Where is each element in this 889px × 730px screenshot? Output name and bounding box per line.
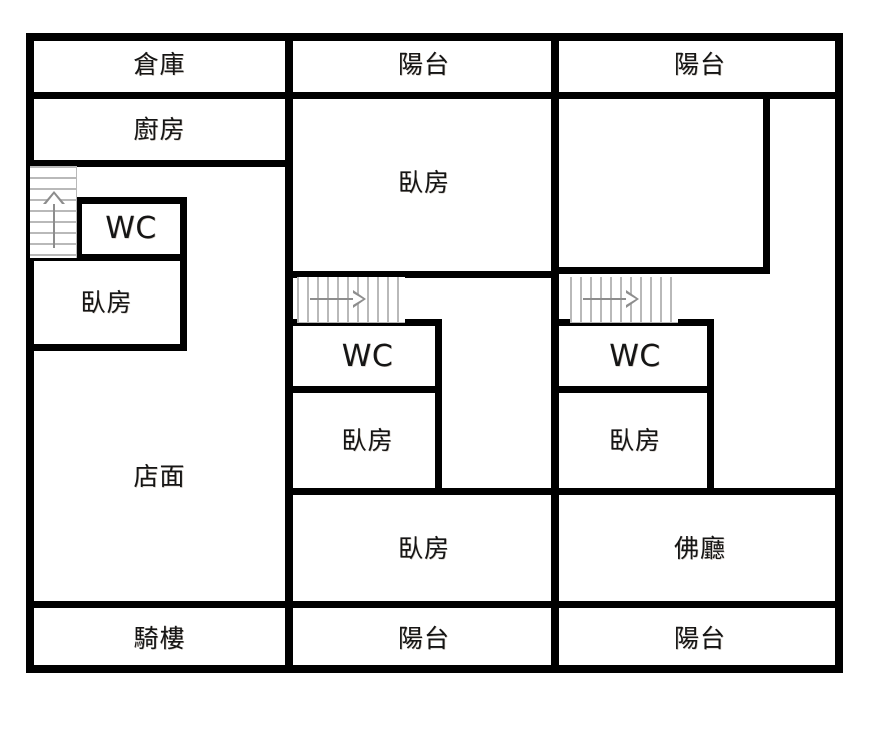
room-bedroom-mid-2-label: 臥房: [341, 426, 394, 456]
room-storefront-label: 店面: [133, 461, 186, 491]
outer-wall-bottom: [26, 665, 843, 673]
wall-wc-left-left: [75, 197, 82, 259]
room-arcade-label: 騎樓: [133, 624, 186, 654]
room-storage-label: 倉庫: [133, 50, 186, 80]
room-shrine-label: 佛廳: [673, 533, 726, 563]
outer-wall-top: [26, 33, 843, 41]
room-right-unlabeled: [557, 96, 769, 270]
wall-wc-left-right: [180, 197, 187, 259]
stair-right: [570, 277, 678, 323]
room-balcony-mid-top-label: 陽台: [397, 50, 450, 80]
wall-right-balcony-bottom: [551, 92, 843, 99]
room-wc-mid-label: WC: [341, 339, 394, 374]
room-storefront: 店面: [28, 348, 291, 605]
wall-wc-left-top: [75, 197, 187, 204]
wall-right-balcony-top: [551, 601, 843, 608]
outer-wall-left: [26, 33, 34, 673]
room-bedroom-right: 臥房: [560, 390, 710, 492]
wall-mid-bedroom3-top: [285, 488, 559, 495]
room-wc-left-label: WC: [105, 211, 157, 246]
wall-mid-bedroom-bottom: [285, 271, 559, 278]
stair-middle-treads: [297, 277, 405, 323]
stair-right-arrow-shaft: [583, 298, 629, 300]
room-wc-mid: WC: [297, 323, 438, 390]
wall-mid-balcony-top: [285, 601, 559, 608]
wall-mid-wc-right: [435, 319, 442, 494]
wall-bedroom-left-bottom: [26, 344, 187, 351]
room-shrine: 佛廳: [557, 492, 843, 605]
wall-kitchen-bottom: [26, 160, 293, 167]
wall-storefront-arcade: [26, 601, 293, 608]
room-wc-left: WC: [77, 199, 185, 258]
stair-left-arrow-up-icon: [43, 191, 65, 204]
room-bedroom-left-label: 臥房: [80, 288, 133, 318]
stair-middle-arrow-shaft: [310, 298, 356, 300]
room-balcony-right-bottom-label: 陽台: [673, 624, 726, 654]
room-balcony-mid-bottom: 陽台: [291, 605, 557, 673]
room-bedroom-mid-top-label: 臥房: [397, 168, 450, 198]
wall-mid-wc-bottom: [293, 386, 442, 393]
room-wc-right-label: WC: [609, 339, 661, 374]
room-bedroom-mid-3-label: 臥房: [397, 533, 450, 563]
room-kitchen: 廚房: [28, 96, 291, 164]
divider-left-middle: [285, 33, 293, 673]
room-kitchen-label: 廚房: [133, 115, 186, 145]
room-bedroom-left: 臥房: [28, 258, 185, 348]
stair-right-arrow-right-icon: [626, 290, 639, 308]
room-bedroom-mid-2: 臥房: [297, 390, 438, 492]
wall-bedroom-left-right: [180, 254, 187, 346]
outer-wall-right: [835, 33, 843, 673]
room-balcony-mid-bottom-label: 陽台: [397, 624, 450, 654]
stair-left-arrow-shaft: [53, 202, 55, 248]
stair-middle: [297, 277, 405, 323]
wall-right-wc-right: [707, 319, 714, 494]
room-wc-right: WC: [560, 323, 710, 390]
room-arcade: 騎樓: [28, 605, 291, 673]
room-bedroom-mid-top: 臥房: [291, 96, 557, 270]
wall-right-room-inner-vertical: [763, 92, 770, 274]
stair-middle-arrow-right-icon: [353, 290, 366, 308]
wall-right-wc-bottom: [557, 386, 714, 393]
divider-middle-right: [551, 33, 559, 673]
stair-right-treads: [570, 277, 678, 323]
wall-storage-kitchen: [26, 92, 293, 99]
wall-wc-left-bottom: [26, 254, 187, 261]
room-bedroom-right-label: 臥房: [608, 426, 661, 456]
room-balcony-mid-top: 陽台: [291, 34, 557, 96]
stair-left: [30, 166, 77, 258]
room-bedroom-mid-3: 臥房: [291, 492, 557, 605]
wall-right-shrine-top: [551, 488, 843, 495]
room-balcony-right-top-label: 陽台: [673, 50, 726, 80]
room-balcony-right-bottom: 陽台: [557, 605, 843, 673]
room-storage: 倉庫: [28, 34, 291, 96]
wall-mid-balcony-bottom: [285, 92, 559, 99]
room-balcony-right-top: 陽台: [557, 34, 843, 96]
wall-right-room-bottom: [551, 267, 770, 274]
